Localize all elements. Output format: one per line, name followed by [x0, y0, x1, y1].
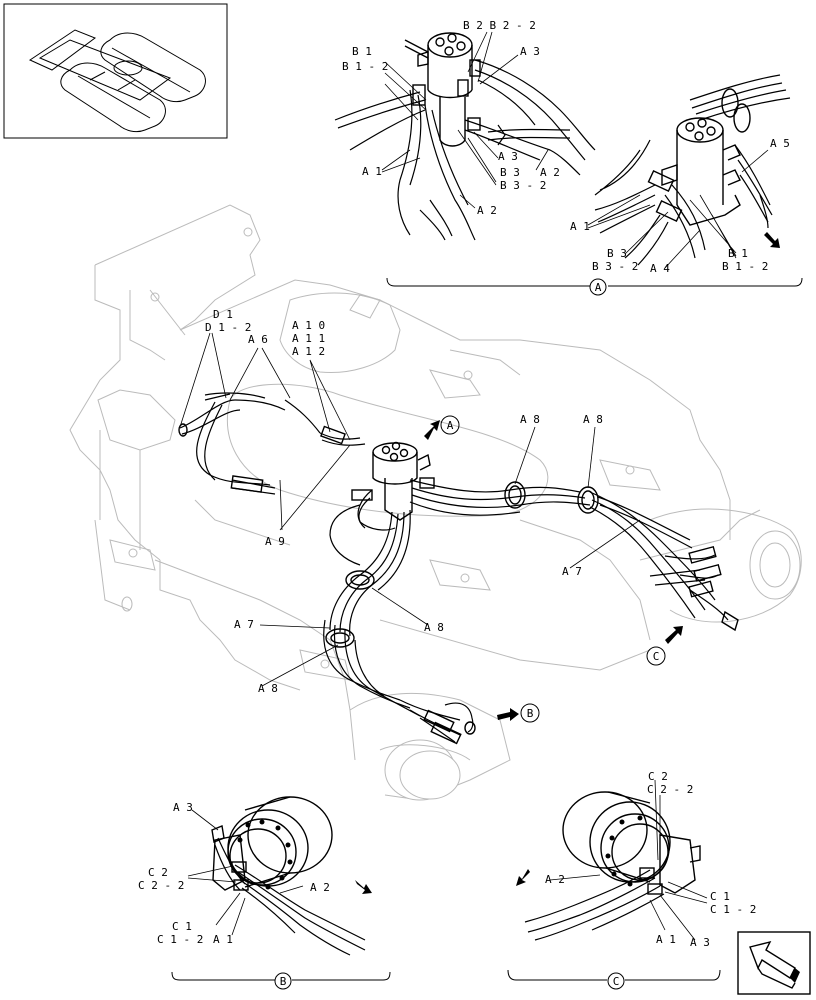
label-b1-2: B 1 - 2: [342, 60, 388, 73]
view-c-detail: [524, 791, 701, 941]
main-view-marker-b: B: [520, 703, 540, 723]
label-b1: B 1: [728, 247, 748, 260]
label-b3-2: B 3 - 2: [592, 260, 638, 273]
label-b1: B 1: [352, 45, 372, 58]
label-c2: C 2: [148, 866, 168, 879]
svg-text:B: B: [527, 707, 534, 720]
main-view-marker-c: C: [646, 646, 666, 666]
label-a1: A 1: [570, 220, 590, 233]
view-brace-a: [386, 277, 803, 287]
label-d1-2: D 1 - 2: [205, 321, 251, 334]
label-a3: A 3: [690, 936, 710, 949]
label-b3: B 3: [500, 166, 520, 179]
label-a8: A 8: [258, 682, 278, 695]
label-a7: A 7: [234, 618, 254, 631]
hose-clamp-a8-2: [577, 486, 599, 514]
label-a1: A 1: [362, 165, 382, 178]
label-c1-2: C 1 - 2: [157, 933, 203, 946]
hose-clamp-a8-1: [504, 481, 526, 509]
label-a8: A 8: [424, 621, 444, 634]
view-a-swivel-right: [661, 117, 741, 226]
label-c2-2: C 2 - 2: [138, 879, 184, 892]
label-a3: A 3: [173, 801, 193, 814]
label-a3: A 3: [520, 45, 540, 58]
label-a7: A 7: [562, 565, 582, 578]
label-a5: A 5: [770, 137, 790, 150]
label-a10: A 1 0: [292, 319, 325, 332]
frame-outline: [69, 204, 802, 801]
label-b1-2: B 1 - 2: [722, 260, 768, 273]
part-labels: B 2 B 2 - 2 A 3 B 1 B 1 - 2 A 1 A 3 B 3 …: [138, 19, 790, 949]
svg-text:A: A: [595, 281, 602, 294]
label-c2: C 2: [648, 770, 668, 783]
label-b3: B 3: [607, 247, 627, 260]
label-a12: A 1 2: [292, 345, 325, 358]
view-brace-b: [171, 971, 391, 981]
label-a3: A 3: [498, 150, 518, 163]
svg-text:A: A: [447, 419, 454, 432]
label-b2-b22: B 2 B 2 - 2: [463, 19, 536, 32]
label-c1: C 1: [172, 920, 192, 933]
label-a6: A 6: [248, 333, 268, 346]
view-direction-arrow-icon: [355, 232, 780, 894]
svg-text:C: C: [613, 975, 620, 988]
label-a2: A 2: [545, 873, 565, 886]
label-c1-2: C 1 - 2: [710, 903, 756, 916]
label-a9: A 9: [265, 535, 285, 548]
main-view-marker-a: A: [440, 415, 460, 435]
leader-lines: [179, 31, 769, 941]
label-a2: A 2: [477, 204, 497, 217]
center-swivel-joint: [372, 441, 431, 521]
label-a8: A 8: [520, 413, 540, 426]
view-marker-b: B: [274, 972, 292, 990]
label-b3-2: B 3 - 2: [500, 179, 546, 192]
next-page-arrow-icon[interactable]: [737, 931, 811, 995]
hose-clamp-a8-4: [325, 628, 355, 648]
view-marker-c: C: [607, 972, 625, 990]
main-hoses: [178, 392, 739, 745]
label-d1: D 1: [213, 308, 233, 321]
label-a11: A 1 1: [292, 332, 325, 345]
thumbnail-inset: [3, 3, 228, 139]
label-a1: A 1: [213, 933, 233, 946]
svg-text:B: B: [280, 975, 287, 988]
view-b-detail: [211, 796, 366, 956]
label-a2: A 2: [310, 881, 330, 894]
label-c1: C 1: [710, 890, 730, 903]
hose-clamp-a8-3: [345, 570, 375, 590]
label-a4: A 4: [650, 262, 670, 275]
label-a8: A 8: [583, 413, 603, 426]
label-a1: A 1: [656, 933, 676, 946]
view-marker-a: A: [589, 278, 607, 296]
thumbnail-machine: [28, 29, 206, 133]
label-c2-2: C 2 - 2: [647, 783, 693, 796]
label-a2: A 2: [540, 166, 560, 179]
view-a-detail: [334, 32, 791, 266]
svg-text:C: C: [653, 650, 660, 663]
view-brace-c: [507, 969, 721, 981]
